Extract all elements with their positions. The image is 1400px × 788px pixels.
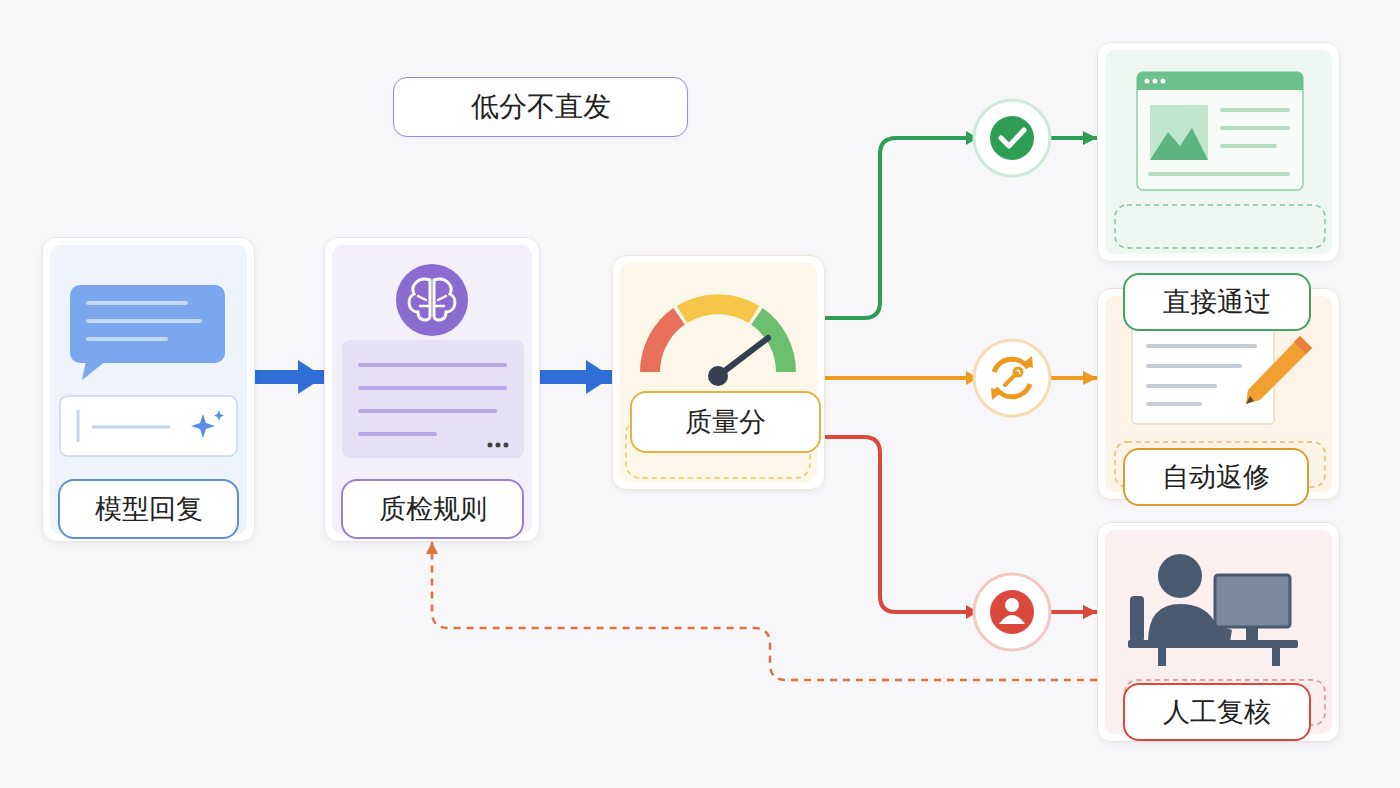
flow-arrow: [825, 376, 1097, 380]
card-label: 质检规则: [341, 479, 524, 539]
process-card: 模型回复: [42, 237, 255, 542]
note-text: 低分不直发: [471, 88, 611, 126]
process-card: 人工复核: [1097, 522, 1340, 742]
webpage-icon: [1115, 72, 1325, 248]
flow-arrow: [825, 437, 1097, 612]
card-label: 质量分: [630, 391, 821, 453]
process-card: 质量分: [612, 255, 825, 490]
card-label: 模型回复: [58, 479, 239, 539]
brain-icon: [342, 264, 524, 458]
process-card: 直接通过: [1097, 42, 1340, 262]
feedback-arrow: [432, 542, 1097, 680]
chat-bubble-icon: [60, 285, 237, 456]
route-icons: [966, 100, 1050, 650]
process-card: 质检规则: [324, 237, 540, 542]
flow-arrow: [255, 370, 324, 384]
card-label: 直接通过: [1123, 273, 1311, 331]
card-label: 人工复核: [1123, 683, 1311, 741]
flow-arrow: [540, 370, 612, 384]
card-label: 自动返修: [1123, 448, 1309, 506]
flow-arrow: [825, 138, 1097, 318]
card-grounds: [42, 42, 1340, 742]
note-box: 低分不直发: [393, 77, 688, 137]
